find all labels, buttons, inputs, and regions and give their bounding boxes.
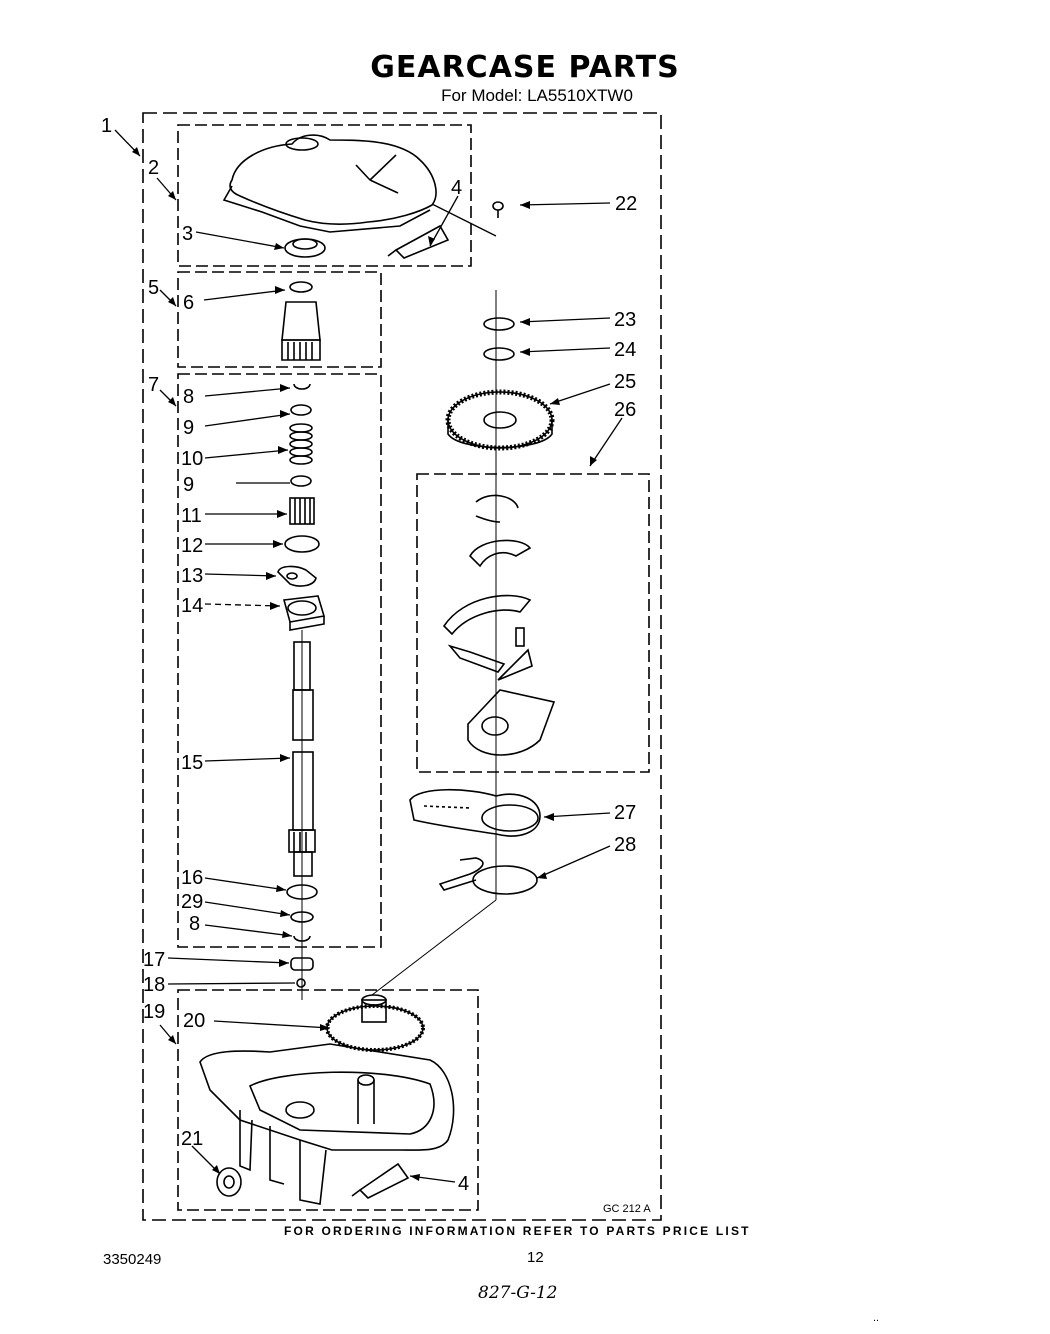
clutch-part [282,595,326,631]
gearcase-base-part [199,1043,455,1205]
callout-15: 15 [181,752,203,774]
callout-17: 17 [143,949,165,971]
callout-29: 29 [181,891,203,913]
bushing-part-17 [290,957,314,971]
callout-7: 7 [148,374,159,396]
callout-27: 27 [614,802,636,824]
callout-19: 19 [143,1001,165,1023]
model-subtitle: For Model: LA5510XTW0 [441,86,633,105]
callout-3: 3 [182,223,193,245]
callout-11: 11 [181,505,202,527]
callout-26: 26 [614,399,636,421]
cam-part [277,565,317,587]
seal-part [284,238,326,258]
callout-4-bottom: 4 [458,1173,469,1195]
drive-gear-part [325,994,425,1052]
callout-1: 1 [101,115,112,137]
arrowheads [132,147,597,1181]
callout-22: 22 [615,193,637,215]
callout-8: 8 [183,386,194,408]
callout-4-top: 4 [451,177,462,199]
handwritten-note: 827-G-12 [478,1283,558,1303]
callout-21: 21 [181,1128,203,1150]
washer-part [290,404,312,416]
ball-part-18 [296,978,306,988]
washer-part-23 [483,317,515,331]
ring-part [284,535,320,553]
bearing-part [289,497,315,525]
diagram-code: GC 212 A [603,1203,651,1215]
assembly-box-26 [416,473,650,773]
callout-25: 25 [614,371,636,393]
callout-18: 18 [143,974,165,996]
assembly-box-2 [177,124,472,267]
grease-tube-part [387,224,450,259]
bushing-part-21 [216,1167,242,1197]
assembly-box-19 [177,989,479,1211]
callout-5: 5 [148,277,159,299]
page-title: GEARCASE PARTS [370,50,680,85]
callout-23: 23 [614,309,636,331]
assembly-box-7 [177,373,382,948]
pinion-part [281,281,321,361]
grease-tube-part-2 [351,1162,410,1199]
retaining-ring-part-2 [293,935,311,942]
shift-assembly-part [442,494,556,756]
callout-14: 14 [181,595,203,617]
callout-9-second: 9 [183,474,194,496]
ordering-info-note: FOR ORDERING INFORMATION REFER TO PARTS … [284,1224,751,1238]
gear-part [445,389,555,451]
document-number: 3350249 [103,1251,162,1268]
callout-2: 2 [148,157,159,179]
callout-20: 20 [183,1010,205,1032]
cam-plate-part [409,788,541,837]
callout-12: 12 [181,535,203,557]
assembly-box-1 [142,112,662,1221]
assembly-box-5 [177,271,382,368]
page-number: 12 [527,1249,544,1266]
callout-8-second: 8 [189,913,200,935]
fork-part [438,857,538,895]
washer-part-29 [290,911,314,923]
ring-part-16 [286,884,318,900]
callout-28: 28 [614,834,636,856]
callout-9: 9 [183,417,194,439]
washer-part-2 [290,475,312,487]
gearcase-cover-part [222,134,437,233]
callout-labels: 1 2 3 4 22 5 6 23 24 25 26 7 8 9 10 9 11… [101,115,637,1195]
washer-part-24 [483,347,515,361]
callout-24: 24 [614,339,636,361]
callout-6: 6 [183,292,194,314]
stray-mark: .. [873,1312,880,1324]
callout-10: 10 [181,448,203,470]
spring-part [289,423,313,465]
callout-16: 16 [181,867,203,889]
callout-13: 13 [181,565,203,587]
screw-part [492,201,504,218]
shaft-part [288,641,316,877]
retaining-ring-part [293,383,311,390]
